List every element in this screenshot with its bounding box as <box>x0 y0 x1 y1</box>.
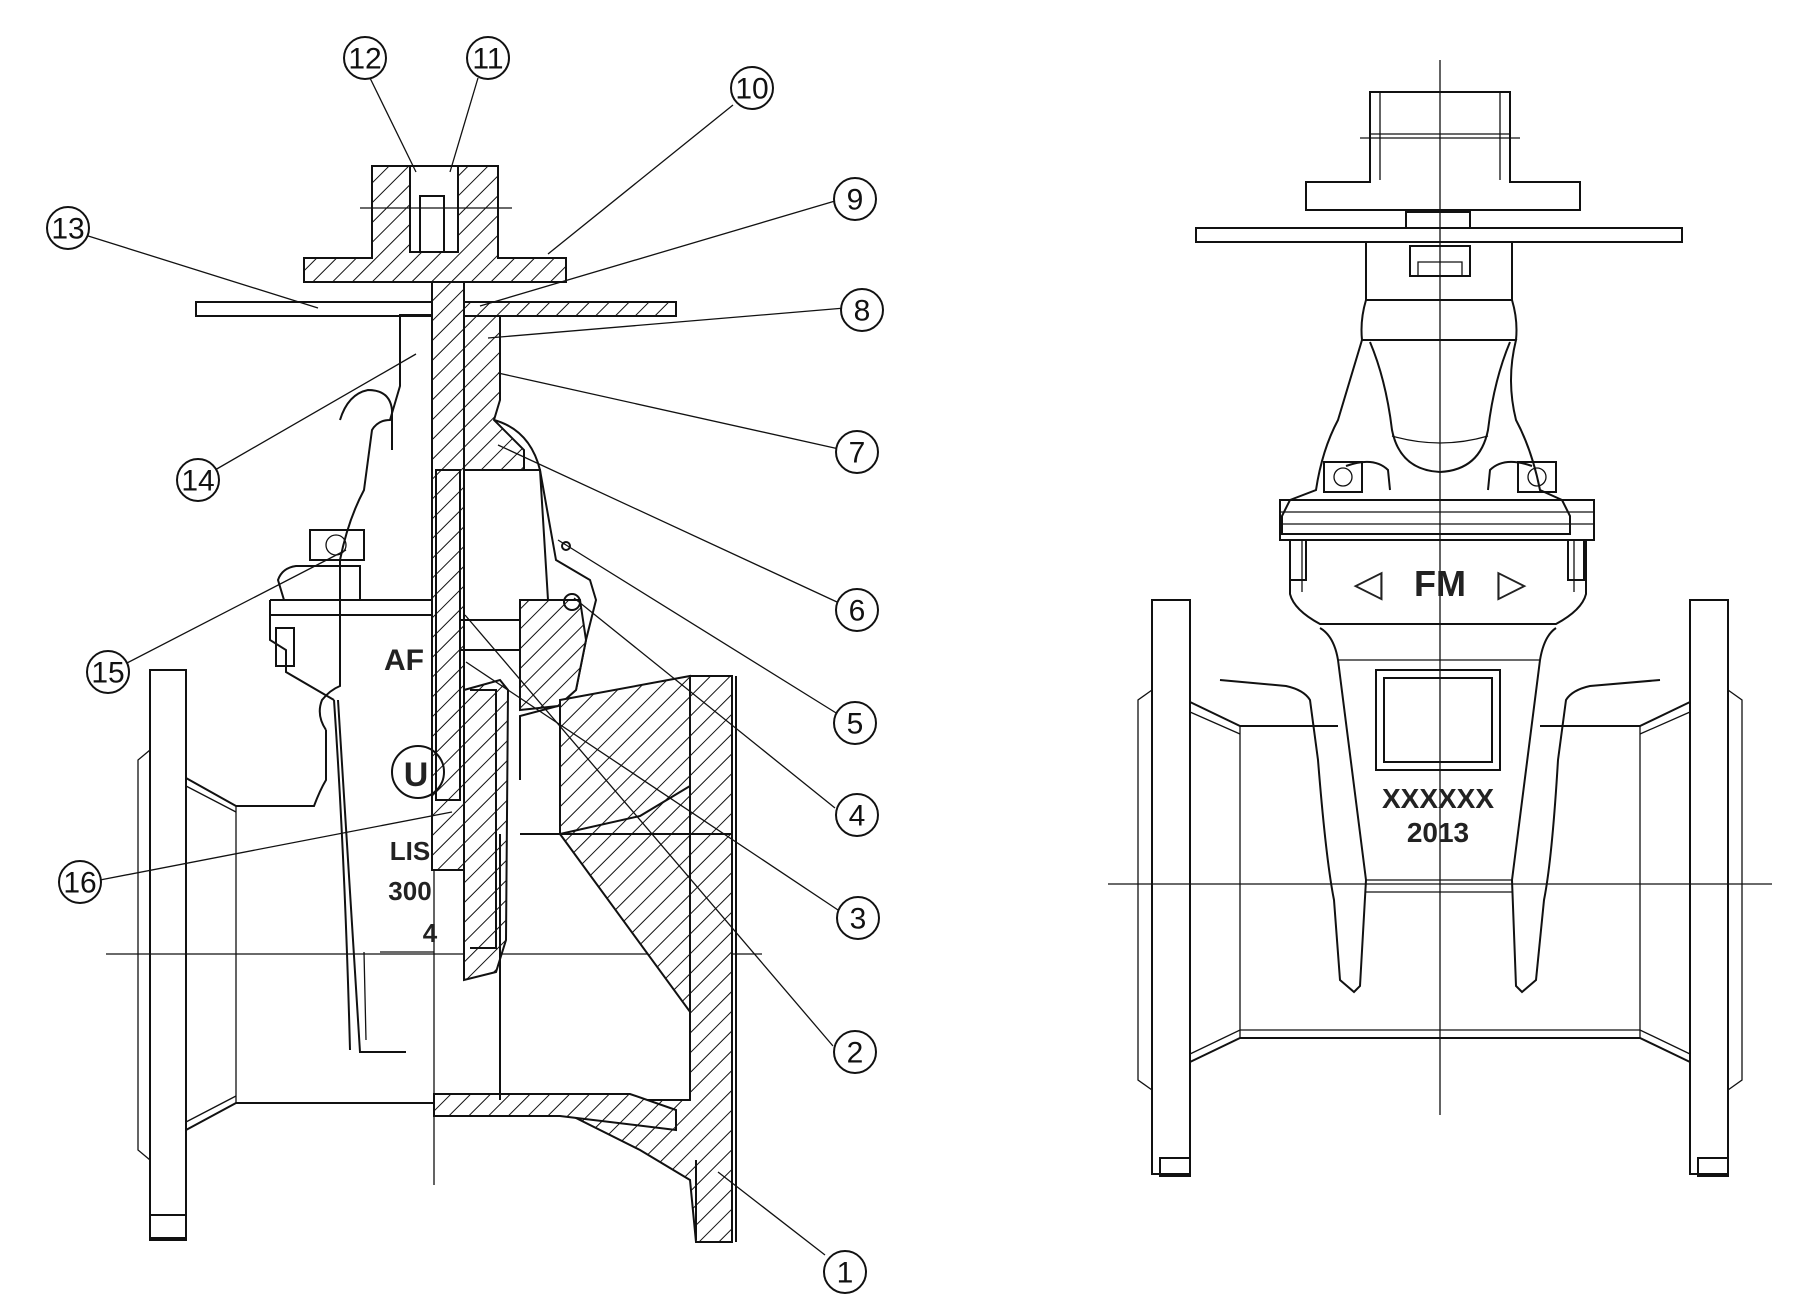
bolt-left <box>1323 461 1363 493</box>
callout-bubble-2: 2 <box>833 1030 877 1074</box>
callout-bubble-3: 3 <box>836 896 880 940</box>
body-section <box>559 674 698 1024</box>
ul-emblem <box>391 745 445 799</box>
svg-text:5: 5 <box>847 708 864 741</box>
top-nut <box>1305 91 1581 211</box>
bottom-body-section <box>433 1093 677 1132</box>
right-plate <box>1195 227 1683 243</box>
wedge <box>463 678 510 982</box>
leader-lines <box>84 77 846 1256</box>
svg-text:16: 16 <box>63 867 96 900</box>
fm-right-arrow: ▷ <box>1497 563 1527 605</box>
brand-marking: AF <box>384 644 424 677</box>
callout-bubble-9: 9 <box>833 177 877 221</box>
callout-bubble-12: 12 <box>343 36 387 80</box>
fm-left-arrow: ◁ <box>1353 563 1383 605</box>
svg-text:7: 7 <box>849 437 866 470</box>
svg-text:12: 12 <box>348 43 381 76</box>
callout-bubble-5: 5 <box>833 701 877 745</box>
callout-bubble-1: 1 <box>823 1250 867 1294</box>
callout-bubble-4: 4 <box>835 793 879 837</box>
callout-bubble-6: 6 <box>835 588 879 632</box>
svg-text:2: 2 <box>847 1037 864 1070</box>
outer-half-left <box>137 301 435 1241</box>
svg-text:13: 13 <box>51 213 84 246</box>
left-flange <box>149 669 187 1239</box>
svg-text:14: 14 <box>181 465 214 498</box>
callout-bubble-16: 16 <box>58 860 102 904</box>
svg-text:9: 9 <box>847 184 864 217</box>
bolt-right <box>1517 461 1557 493</box>
callout-bubble-10: 10 <box>730 66 774 110</box>
svg-text:4: 4 <box>849 800 866 833</box>
bonnet <box>1281 339 1571 535</box>
callout-bubble-13: 13 <box>46 206 90 250</box>
body-upper <box>1289 540 1587 625</box>
section-half-right <box>303 165 737 1243</box>
body-taper <box>1219 627 1368 994</box>
callout-bubble-15: 15 <box>86 650 130 694</box>
fm-marking: FM <box>1414 563 1466 604</box>
label-plate <box>1375 669 1501 771</box>
ul-marking: U <box>404 756 429 794</box>
exterior-view: ◁ FM ▷ XXXXXX 2013 <box>1108 60 1772 1177</box>
callout-bubble-11: 11 <box>466 36 510 80</box>
year-marking: 2013 <box>1407 817 1469 848</box>
svg-text:8: 8 <box>854 295 871 328</box>
size-marking: 4 <box>423 918 438 948</box>
svg-text:11: 11 <box>472 43 503 76</box>
svg-text:1: 1 <box>837 1257 854 1290</box>
callout-bubble-14: 14 <box>176 458 220 502</box>
bonnet-section <box>463 315 525 471</box>
callout-bubble-8: 8 <box>840 288 884 332</box>
svg-text:15: 15 <box>91 657 124 690</box>
pressure-marking: 300 <box>388 876 431 906</box>
svg-text:6: 6 <box>849 595 866 628</box>
svg-text:10: 10 <box>735 73 768 106</box>
listed-marking: LIS <box>390 836 430 866</box>
code-marking: XXXXXX <box>1382 783 1494 814</box>
callout-bubble-7: 7 <box>835 430 879 474</box>
plate <box>433 301 677 317</box>
right-view-right-flange <box>1689 599 1729 1175</box>
svg-text:3: 3 <box>850 903 867 936</box>
right-view-left-flange <box>1151 599 1191 1175</box>
sectional-view: AF U LIS 300 4 1 2 3 4 5 6 <box>46 36 884 1294</box>
